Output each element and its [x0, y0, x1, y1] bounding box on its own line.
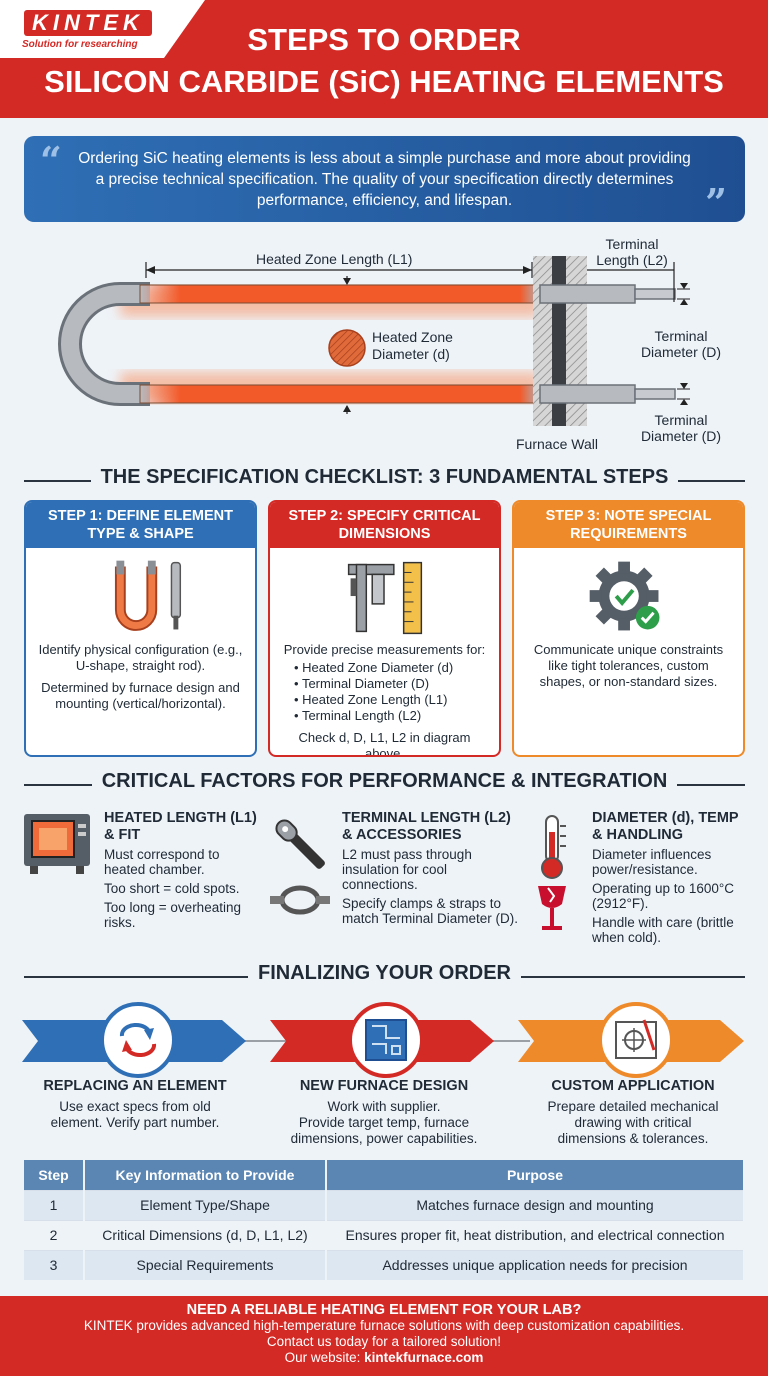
table-cell: 3 — [24, 1249, 85, 1280]
drawing-compass-icon — [615, 1019, 657, 1059]
finalizing-heading: FINALIZING YOUR ORDER — [24, 962, 745, 992]
heated-zone-length-label: Heated Zone Length (L1) — [256, 251, 413, 267]
page-title-line1: STEPS TO ORDER — [247, 22, 521, 57]
custom-title: CUSTOM APPLICATION — [551, 1078, 715, 1094]
furnace-chamber-icon — [24, 814, 90, 874]
clamp-icon — [270, 885, 330, 915]
thermometer-icon — [541, 815, 566, 879]
caliper-ruler-icon — [347, 561, 423, 635]
step2-dimension-list: Heated Zone Diameter (d) Terminal Diamet… — [280, 660, 489, 724]
kintek-logo[interactable]: KINTEK — [24, 10, 152, 36]
table-cell: Matches furnace design and mounting — [326, 1189, 745, 1220]
intro-quote-box: “ Ordering SiC heating elements is less … — [24, 136, 745, 225]
table-row: 2 Critical Dimensions (d, D, L1, L2) Ens… — [24, 1219, 745, 1250]
intro-quote-text: Ordering SiC heating elements is less ab… — [78, 150, 691, 209]
table-cell: Element Type/Shape — [84, 1189, 327, 1220]
logo-panel: KINTEK Solution for researching — [0, 0, 205, 58]
open-quote-icon: “ — [40, 138, 62, 183]
gear-check-icon — [589, 561, 660, 631]
header-key-info: Key Information to Provide — [84, 1160, 327, 1190]
new-design-circle — [348, 1002, 424, 1078]
close-quote-icon: ” — [705, 180, 727, 225]
table-cell: Ensures proper fit, heat distribution, a… — [326, 1219, 745, 1250]
table-cell: Addresses unique application needs for p… — [326, 1249, 745, 1280]
footer-line1: KINTEK provides advanced high-temperatur… — [83, 1318, 685, 1333]
u-element-drawing — [58, 256, 690, 426]
table-row: 1 Element Type/Shape Matches furnace des… — [24, 1189, 745, 1220]
custom-text: Prepare detailed mechanical drawing with… — [547, 1099, 719, 1146]
replacing-text: Use exact specs from old element. Verify… — [50, 1099, 220, 1130]
table-cell: 1 — [24, 1189, 85, 1220]
factor-diameter-temp: DIAMETER (d), TEMP& HANDLING Diameter in… — [592, 810, 739, 945]
factors-heading: CRITICAL FACTORS FOR PERFORMANCE & INTEG… — [24, 770, 745, 800]
u-shape-rod-icon — [114, 560, 182, 631]
table-cell: Critical Dimensions (d, D, L1, L2) — [84, 1219, 327, 1250]
fragile-glass-icon — [538, 886, 566, 930]
step1-text: Identify physical configuration (e.g., U… — [38, 642, 243, 711]
table-header-row: Step Key Information to Provide Purpose — [24, 1160, 745, 1190]
table-cell: Special Requirements — [84, 1249, 327, 1280]
logo-tagline: Solution for researching — [22, 39, 138, 50]
checklist-heading: THE SPECIFICATION CHECKLIST: 3 FUNDAMENT… — [24, 466, 745, 496]
table-cell: 2 — [24, 1219, 85, 1250]
replacing-title: REPLACING AN ELEMENT — [43, 1078, 227, 1094]
factor-terminal-length: TERMINAL LENGTH (L2)& ACCESSORIES L2 mus… — [342, 810, 519, 926]
step3-text: Communicate unique constraints like tigh… — [533, 642, 724, 689]
replace-circle — [100, 1002, 176, 1078]
blueprint-icon — [365, 1019, 407, 1061]
replace-arrows-icon — [119, 1022, 157, 1058]
terminal-strap-icon — [275, 819, 325, 869]
new-design-title: NEW FURNACE DESIGN — [299, 1078, 469, 1094]
furnace-wall-label: Furnace Wall — [516, 436, 598, 452]
header-purpose: Purpose — [326, 1160, 745, 1190]
header-step: Step — [24, 1160, 85, 1190]
summary-table: Step Key Information to Provide Purpose … — [24, 1160, 745, 1280]
custom-circle — [598, 1002, 674, 1078]
page-title-line2: SILICON CARBIDE (SiC) HEATING ELEMENTS — [44, 64, 724, 99]
footer-website-line: Our website: kintekfurnace.com — [0, 1350, 768, 1366]
new-design-text: Work with supplier. Provide target temp,… — [290, 1099, 478, 1146]
footer-banner: NEED A RELIABLE HEATING ELEMENT FOR YOUR… — [0, 1296, 768, 1376]
footer-headline: NEED A RELIABLE HEATING ELEMENT FOR YOUR… — [186, 1302, 582, 1318]
website-link[interactable]: kintekfurnace.com — [364, 1350, 484, 1365]
factor-heated-length: HEATED LENGTH (L1)& FIT Must correspond … — [104, 810, 257, 930]
header-banner: KINTEK Solution for researching STEPS TO… — [0, 0, 768, 118]
step2-text: Provide precise measurements for: Heated… — [280, 642, 489, 755]
footer-line2: Contact us today for a tailored solution… — [266, 1334, 502, 1349]
website-label: Our website: — [284, 1350, 365, 1365]
table-row: 3 Special Requirements Addresses unique … — [24, 1249, 745, 1280]
